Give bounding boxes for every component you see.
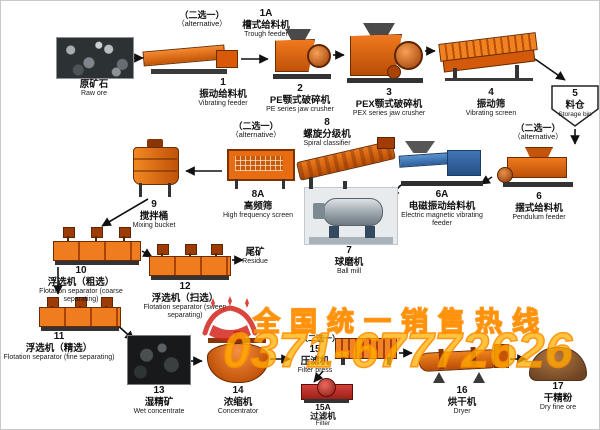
label-concentrator: 14 浓缩机 Concentrator [217, 385, 259, 415]
label-flotation-sweep: 12 浮选机（扫选） Flotation separator (sweep se… [143, 281, 227, 320]
pe-jaw-crusher-illustration [273, 29, 331, 79]
mixing-bucket-illustration [129, 139, 181, 197]
storage-bin-illustration [551, 85, 599, 127]
alt-label-en: （alternative） [177, 19, 227, 29]
label-flotation-coarse: 10 浮选机（粗选） Flotation separator (coarse s… [39, 265, 123, 304]
label-mixing-bucket: 9 搅拌桶 Mixing bucket [132, 199, 176, 229]
flotation-sweep-illustration [149, 244, 231, 280]
alternative-note-feeder: （二选一） （alternative） [169, 10, 235, 29]
pex-jaw-crusher-illustration [347, 23, 423, 83]
trough-feeder-illustration [141, 43, 238, 77]
spiral-classifier-illustration [295, 137, 397, 189]
wet-concentrate-photo [127, 335, 191, 385]
label-dry-fine-ore: 17 干精粉 Dry fine ore [539, 381, 577, 411]
pendulum-feeder-illustration [493, 147, 581, 187]
filter-illustration [299, 377, 354, 403]
flotation-coarse-illustration [53, 227, 141, 265]
label-filter: 15A 过滤机 Filter [310, 402, 336, 427]
label-residue: 尾矿 Residue [242, 247, 268, 266]
alt-label-zh: （二选一） [179, 10, 225, 20]
label-pendulum-feeder: 6 摆式给料机 Pendulum feeder [512, 191, 566, 221]
label-trough-feeder: 1A 槽式给料机 Trough feeder [242, 8, 290, 38]
label-pex-jaw-crusher: 3 PEX颚式破碎机 PEX series jaw crusher [352, 87, 426, 117]
raw-ore-photo [56, 37, 134, 79]
label-vibrating-feeder: 1 振动给料机 Vibrating feeder [198, 77, 248, 107]
label-flotation-fine: 11 浮选机（精选） Flotation separator (fine sep… [3, 331, 115, 361]
label-storage-bin: 5 料仓 Storage bin [558, 88, 592, 118]
high-frequency-screen-illustration [225, 147, 297, 189]
label-spiral-classifier: 8 螺旋分级机 Spiral classifier [303, 117, 351, 147]
vibrating-screen-illustration [437, 31, 539, 81]
label-raw-ore: 原矿石 Raw ore [79, 79, 109, 98]
label-high-frequency-screen: 8A 高频筛 High frequency screen [222, 189, 294, 219]
ball-mill-photo [304, 187, 398, 245]
electromagnetic-vibrating-feeder-illustration [398, 141, 485, 186]
brand-logo-icon [197, 295, 263, 349]
label-wet-concentrate: 13 湿精矿 Wet concentrate [133, 385, 185, 415]
label-em-vibrating-feeder: 6A 电磁振动给料机 Electric magnetic vibrating f… [401, 189, 483, 228]
dryer-illustration [415, 339, 509, 383]
alternative-note-pendulum: （二选一） （alternative） [513, 123, 563, 142]
label-vibrating-screen: 4 振动筛 Vibrating screen [465, 87, 517, 117]
concentrator-illustration [205, 331, 269, 386]
label-dryer: 16 烘干机 Dryer [447, 385, 477, 415]
flotation-fine-illustration [39, 297, 121, 331]
label-pe-jaw-crusher: 2 PE颚式破碎机 PE series jaw crusher [266, 83, 334, 113]
alternative-note-classifier: （二选一） （alternative） [231, 121, 281, 140]
label-ball-mill: 7 球磨机 Ball mill [334, 245, 364, 275]
alternative-note-filter: （二选一） [300, 334, 340, 343]
label-filter-press: 15 压滤机 Filter press [297, 344, 333, 374]
filter-press-illustration [335, 335, 397, 365]
